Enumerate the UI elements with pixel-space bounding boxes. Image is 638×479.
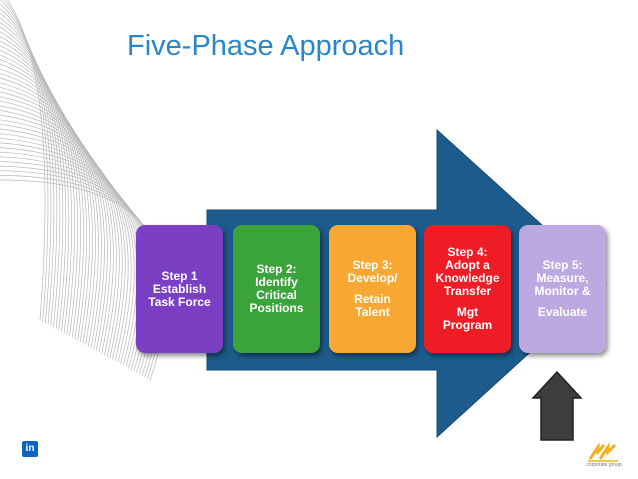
decorative-line [0,54,87,341]
decorative-line [0,128,135,364]
decorative-line [0,86,108,351]
decorative-line [0,124,132,363]
step-2-text: Step 2: Identify Critical Positions [249,262,304,315]
decorative-line [0,3,55,325]
decorative-line [0,12,61,328]
decorative-line [4,0,49,322]
linkedin-icon[interactable]: in [22,441,38,457]
step-5-card: Step 5: Measure, Monitor & Evaluate [519,225,606,353]
decorative-line [7,0,46,321]
brand-tagline: corporate group [586,462,622,468]
slide-title: Five-Phase Approach [127,30,405,62]
step-2-card: Step 2: Identify Critical Positions [233,225,320,353]
step-4-card: Step 4: Adopt a Knowledge Transfer Mgt P… [424,225,511,353]
decorative-line [0,114,126,360]
decorative-line [0,8,58,326]
decorative-line [0,31,73,334]
decorative-line [0,49,84,340]
decorative-line [0,40,78,337]
step-3-card: Step 3: Develop/ Retain Talent [329,225,416,353]
step-5-text: Step 5: Measure, Monitor & [534,258,591,298]
step-4-text: Step 4: Adopt a Knowledge Transfer [435,245,500,298]
decorative-line [0,105,120,357]
decorative-line [0,133,138,366]
decorative-line [0,59,90,343]
step-4-subtext: Mgt Program [442,305,493,332]
decorative-line [0,68,96,345]
step-1-text: Step 1 Establish Task Force [148,268,211,309]
decorative-line [0,77,102,348]
up-arrow-icon [531,370,583,441]
brand-logo-icon [588,442,618,462]
decorative-line [0,142,144,369]
decorative-line [0,0,52,323]
step-3-text: Step 3: Develop/ [347,258,398,285]
decorative-line [0,73,99,347]
step-5-subtext: Evaluate [537,305,588,319]
step-1-card: Step 1 Establish Task Force [136,225,223,353]
decorative-line [0,96,114,354]
step-3-subtext: Retain Talent [354,292,391,319]
decorative-line [0,22,67,331]
